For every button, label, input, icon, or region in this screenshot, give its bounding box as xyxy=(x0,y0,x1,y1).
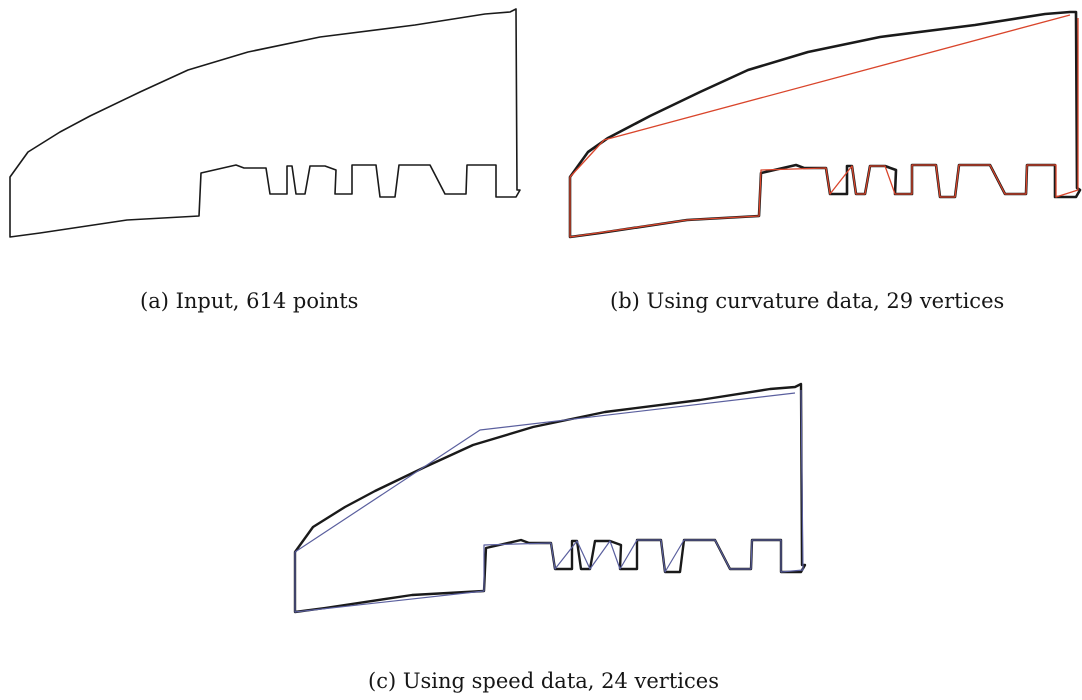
sketch-speed xyxy=(293,382,807,614)
caption-b: (b) Using curvature data, 29 vertices xyxy=(610,289,1005,313)
caption-a: (a) Input, 614 points xyxy=(140,289,359,313)
curvature-stroke xyxy=(568,10,1082,239)
curvature-fit-polygon xyxy=(569,14,1079,238)
caption-c: (c) Using speed data, 24 vertices xyxy=(368,669,719,693)
sketch-input xyxy=(9,8,521,238)
speed-fit-polygon xyxy=(294,389,804,613)
input-stroke xyxy=(9,8,521,238)
speed-stroke xyxy=(293,382,807,614)
sketch-curvature xyxy=(568,10,1082,239)
